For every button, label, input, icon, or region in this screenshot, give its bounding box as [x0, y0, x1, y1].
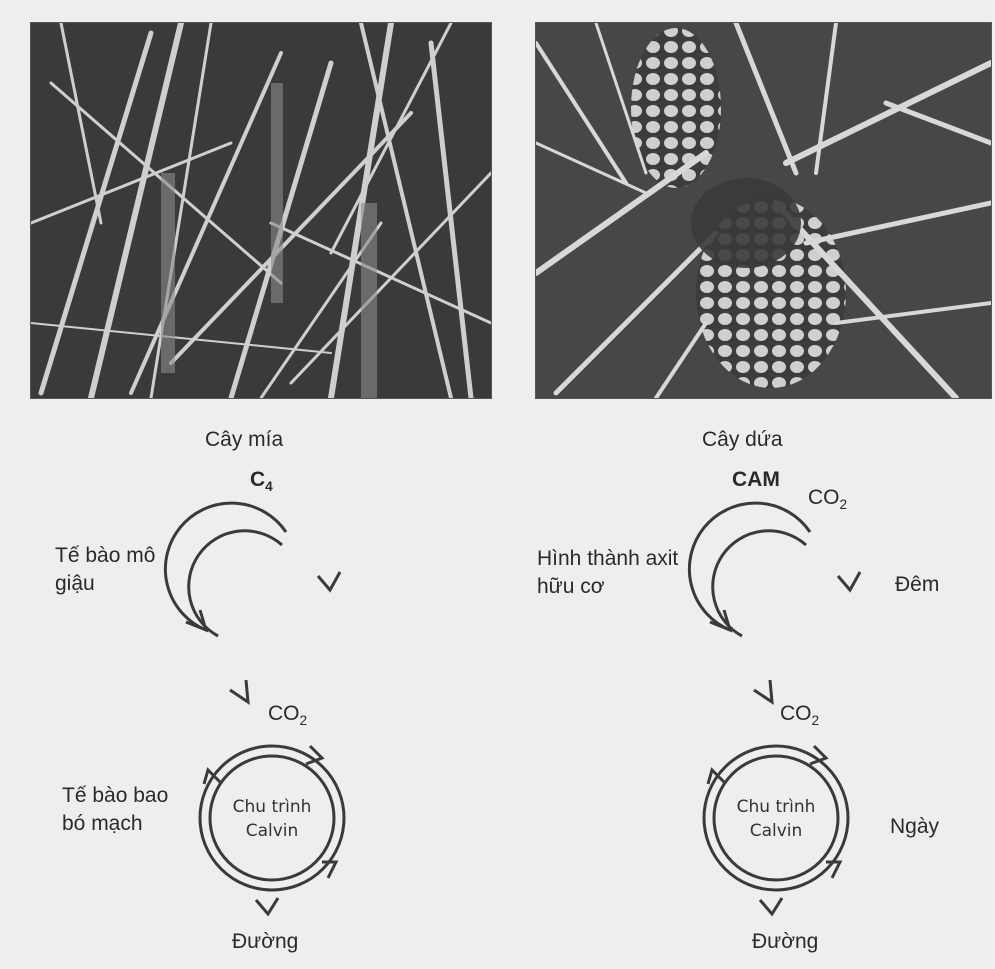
left-calvin-line1: Chu trình: [212, 795, 332, 819]
right-co2-label: CO2: [780, 702, 819, 728]
right-upper-cycle-arrows: [710, 572, 860, 702]
right-co2-sub: 2: [812, 713, 820, 728]
left-co2-label: CO2: [268, 702, 307, 728]
right-upper-process-label: Hình thành axit hữu cơ: [537, 545, 697, 601]
left-upper-cell-label: Tế bào mô giậu: [55, 542, 185, 598]
left-co2-main: CO: [268, 702, 300, 725]
left-pathway-main: C: [250, 468, 265, 491]
right-night-label: Đêm: [895, 573, 939, 597]
right-co2-main: CO: [780, 702, 812, 725]
right-co2-in-sub: 2: [840, 497, 848, 512]
right-product-label: Đường: [752, 930, 818, 954]
right-calvin-cycle-label: Chu trình Calvin: [716, 795, 836, 843]
right-upper-cycle-ring: [689, 503, 810, 636]
left-calvin-cycle-label: Chu trình Calvin: [212, 795, 332, 843]
left-plant-name: Cây mía: [205, 428, 283, 452]
left-calvin-line2: Calvin: [212, 819, 332, 843]
right-co2-in-main: CO: [808, 486, 840, 509]
right-co2-in-label: CO2: [808, 486, 847, 512]
right-day-label: Ngày: [890, 815, 939, 839]
right-pathway-label: CAM: [732, 468, 780, 492]
left-pathway-sub: 4: [265, 479, 273, 494]
left-pathway-label: C4: [250, 468, 273, 494]
right-calvin-line1: Chu trình: [716, 795, 836, 819]
left-lower-cell-label: Tế bào bao bó mạch: [62, 782, 172, 838]
right-calvin-line2: Calvin: [716, 819, 836, 843]
left-product-label: Đường: [232, 930, 298, 954]
left-upper-cycle-arrows: [186, 572, 340, 702]
right-plant-name: Cây dứa: [702, 428, 783, 452]
left-co2-sub: 2: [300, 713, 308, 728]
